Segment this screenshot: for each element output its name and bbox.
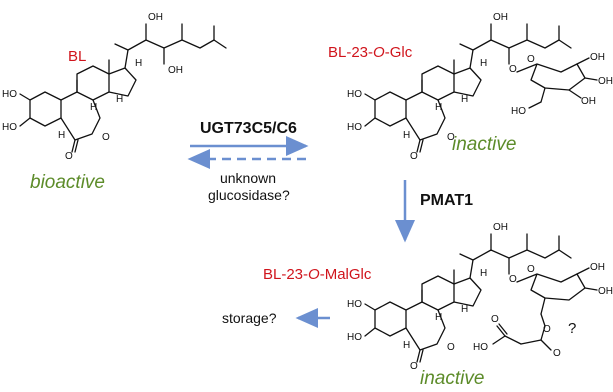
unknown-line-2: glucosidase? (208, 187, 290, 203)
label-bioactive: bioactive (30, 172, 105, 193)
svg-text:OH: OH (493, 222, 508, 233)
label-bl-malglc-o: O (308, 266, 320, 283)
enzyme-pmat1: PMAT1 (420, 192, 474, 209)
svg-text:HO: HO (347, 89, 362, 100)
svg-text:O: O (447, 132, 455, 143)
svg-text:H: H (403, 340, 410, 351)
svg-text:H: H (58, 130, 65, 141)
svg-text:O: O (102, 132, 110, 143)
svg-text:H: H (480, 58, 487, 69)
svg-text:H: H (403, 130, 410, 141)
label-bl-glc-prefix: BL-23- (328, 44, 374, 61)
label-bl-glc: BL-23-O-Glc (328, 44, 412, 61)
svg-text:O: O (447, 342, 455, 353)
storage-note: storage? (222, 310, 277, 326)
svg-text:H: H (480, 268, 487, 279)
svg-text:HO: HO (347, 299, 362, 310)
svg-text:OH: OH (590, 262, 605, 273)
unknown-glucosidase-note: unknown glucosidase? (208, 170, 290, 204)
label-bl-malglc-suffix: -MalGlc (319, 266, 372, 283)
svg-text:H: H (435, 312, 442, 323)
svg-text:O: O (65, 151, 73, 162)
svg-text:H: H (461, 94, 468, 105)
label-inactive-malonylglucoside: inactive (420, 368, 485, 389)
svg-text:OH: OH (148, 12, 163, 23)
unknown-line-1: unknown (219, 170, 277, 186)
svg-text:O: O (410, 151, 418, 162)
svg-text:HO: HO (347, 332, 362, 343)
svg-text:OH: OH (581, 96, 596, 107)
svg-text:O: O (527, 54, 535, 65)
svg-text:O: O (553, 348, 561, 359)
svg-text:HO: HO (2, 89, 17, 100)
label-bl-glc-o: O (373, 44, 385, 61)
svg-text:O: O (527, 264, 535, 275)
label-inactive-glucoside: inactive (452, 134, 517, 155)
svg-text:HO: HO (2, 122, 17, 133)
svg-text:HO: HO (511, 106, 526, 117)
svg-text:H: H (435, 102, 442, 113)
label-bl: BL (68, 48, 87, 65)
svg-text:OH: OH (493, 12, 508, 23)
uncertain-position-mark: ? (568, 320, 577, 337)
label-bl-malglc-prefix: BL-23- (263, 266, 309, 283)
svg-text:O: O (509, 64, 517, 75)
label-bl-glc-suffix: -Glc (384, 44, 413, 61)
svg-text:H: H (90, 102, 97, 113)
svg-text:O: O (410, 361, 418, 372)
label-bl-malglc: BL-23-O-MalGlc (263, 266, 371, 283)
svg-text:OH: OH (590, 52, 605, 63)
svg-text:OH: OH (598, 286, 613, 297)
svg-text:O: O (543, 324, 551, 335)
svg-text:OH: OH (598, 76, 613, 87)
svg-text:H: H (116, 94, 123, 105)
svg-text:H: H (135, 58, 142, 69)
enzyme-ugt73c5-c6: UGT73C5/C6 (200, 120, 297, 137)
svg-text:OH: OH (168, 65, 183, 76)
svg-text:H: H (461, 304, 468, 315)
svg-text:HO: HO (347, 122, 362, 133)
svg-text:O: O (491, 314, 499, 325)
svg-text:HO: HO (473, 342, 488, 353)
svg-text:O: O (509, 274, 517, 285)
